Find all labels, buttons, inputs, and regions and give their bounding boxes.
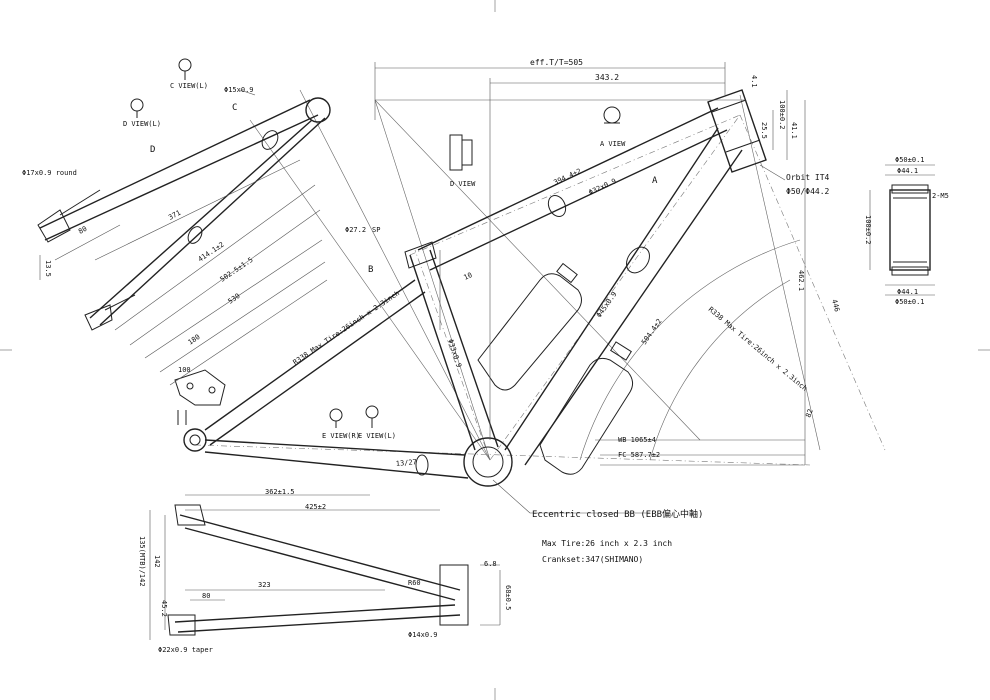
head-tube — [707, 89, 767, 173]
seatstay-dimensions — [39, 159, 328, 386]
dim-tire-l: R338 Max Tire:26inch x 2.3inch — [707, 305, 809, 392]
chainstay-top-view — [149, 494, 501, 640]
dim-10: 10 — [462, 271, 473, 282]
e-view-r-label: E VIEW(R) — [322, 432, 360, 440]
d-view-l-label: D VIEW(L) — [123, 120, 161, 128]
headset-detail — [869, 164, 935, 296]
construction-lines — [194, 89, 886, 466]
dim-tire-r: R338 Max Tire:26inch x 2.3inch — [292, 289, 401, 366]
dim-68: 68±0.5 — [504, 585, 512, 610]
dim-seatstay: Φ15x0.9 — [224, 86, 254, 94]
letter-d: D — [150, 145, 155, 155]
dim-downtube-len: 504.4±2 — [640, 317, 663, 346]
d-view-label: D VIEW — [450, 180, 476, 188]
dim-100b: 100 — [178, 366, 191, 374]
dim-180: 180 — [187, 333, 202, 347]
dim-wb: WB 1065±4 — [618, 436, 656, 444]
eff-tt-label: eff.T/T=505 — [530, 58, 583, 67]
top-tube — [417, 107, 728, 271]
crankset-note: Crankset:347(SHIMANO) — [542, 555, 643, 564]
dim-seatpost: Φ27.2 — [345, 226, 366, 234]
dim-toptube: Φ32x0.9 — [587, 177, 617, 197]
dim-362: 362±1.5 — [265, 488, 295, 496]
dim-446: 446 — [830, 298, 841, 312]
water-bottle-lower — [539, 341, 634, 475]
dim-round: Φ17x0.9 round — [22, 169, 77, 177]
dim-45: 45.2 — [160, 600, 168, 617]
dim-142: 142 — [153, 555, 161, 568]
dim-seattube: Φ33x0.9 — [446, 338, 463, 369]
top-dimension-bars — [374, 62, 806, 466]
letter-c: C — [232, 103, 237, 113]
seatstay-top-view — [37, 97, 331, 331]
dim-530: 530 — [227, 292, 242, 306]
dim-chainstay: Φ22x0.9 taper — [158, 646, 213, 654]
max-tire-note: Max Tire:26 inch x 2.3 inch — [542, 539, 672, 548]
down-tube — [504, 127, 743, 466]
letter-a: A — [652, 176, 658, 186]
hs-50: Φ50±0.1 — [895, 156, 925, 164]
dim-100: 100±0.2 — [778, 100, 786, 130]
bb-note: Eccentric closed BB (EBB偏心中軸) — [532, 508, 703, 520]
a-view-label: A VIEW — [600, 140, 626, 148]
dim-41: 41.1 — [790, 122, 798, 139]
c-view-l-label: C VIEW(L) — [170, 82, 208, 90]
dim-fc: FC 587.7±2 — [618, 451, 660, 459]
leader-lines — [239, 89, 786, 514]
dim-371: 371 — [167, 209, 182, 222]
dim-13-5: 13.5 — [44, 260, 52, 277]
bottom-bracket — [463, 437, 513, 487]
e-view-l-label: E VIEW(L) — [358, 432, 396, 440]
dim-80a: 80 — [77, 225, 88, 236]
dim-downtube: Φ45x0.9 — [595, 290, 618, 319]
dim-425: 425±2 — [305, 503, 326, 511]
dim-462: 462.1 — [797, 270, 805, 291]
dim-4-1: 4.1 — [750, 75, 758, 88]
dim-502: 502.5±1.5 — [219, 256, 255, 284]
dim-r60: R60 — [408, 579, 421, 587]
chain-stay — [204, 439, 469, 479]
hs-100: 100±0.2 — [864, 215, 872, 245]
dim-135: 135(MTB)/142 — [138, 536, 146, 587]
dim-chainstay2: Φ14x0.9 — [408, 631, 438, 639]
dimension-labels: eff.T/T=505 343.2 4.1 100±0.2 25.5 41.1 … — [22, 58, 949, 654]
dim-13-27: 13/27 — [395, 458, 417, 468]
dim-orbit: Orbit IT4 — [786, 173, 830, 182]
hs-44b: Φ44.1 — [897, 288, 918, 296]
hs-side: 2-M5 — [932, 192, 949, 200]
dim-80b: 80 — [202, 592, 210, 600]
dim-sp: SP — [372, 226, 380, 234]
seat-stay — [204, 279, 426, 446]
view-labels: C VIEW(L) D VIEW(L) A VIEW D VIEW E VIEW… — [123, 82, 658, 440]
view-symbols — [130, 58, 621, 428]
hs-50b: Φ50±0.1 — [895, 298, 925, 306]
dim-25: 25.5 — [760, 122, 768, 139]
seat-tube — [404, 241, 499, 451]
dim-323: 323 — [258, 581, 271, 589]
dim-orbit-d: Φ50/Φ44.2 — [786, 187, 830, 196]
dim-6-8: 6.8 — [484, 560, 497, 568]
water-bottle-upper — [477, 262, 582, 391]
hs-44: Φ44.1 — [897, 167, 918, 175]
rear-dropout — [174, 369, 226, 452]
letter-b: B — [368, 265, 373, 275]
dim-343: 343.2 — [595, 73, 619, 82]
dim-82: 82 — [804, 408, 814, 419]
